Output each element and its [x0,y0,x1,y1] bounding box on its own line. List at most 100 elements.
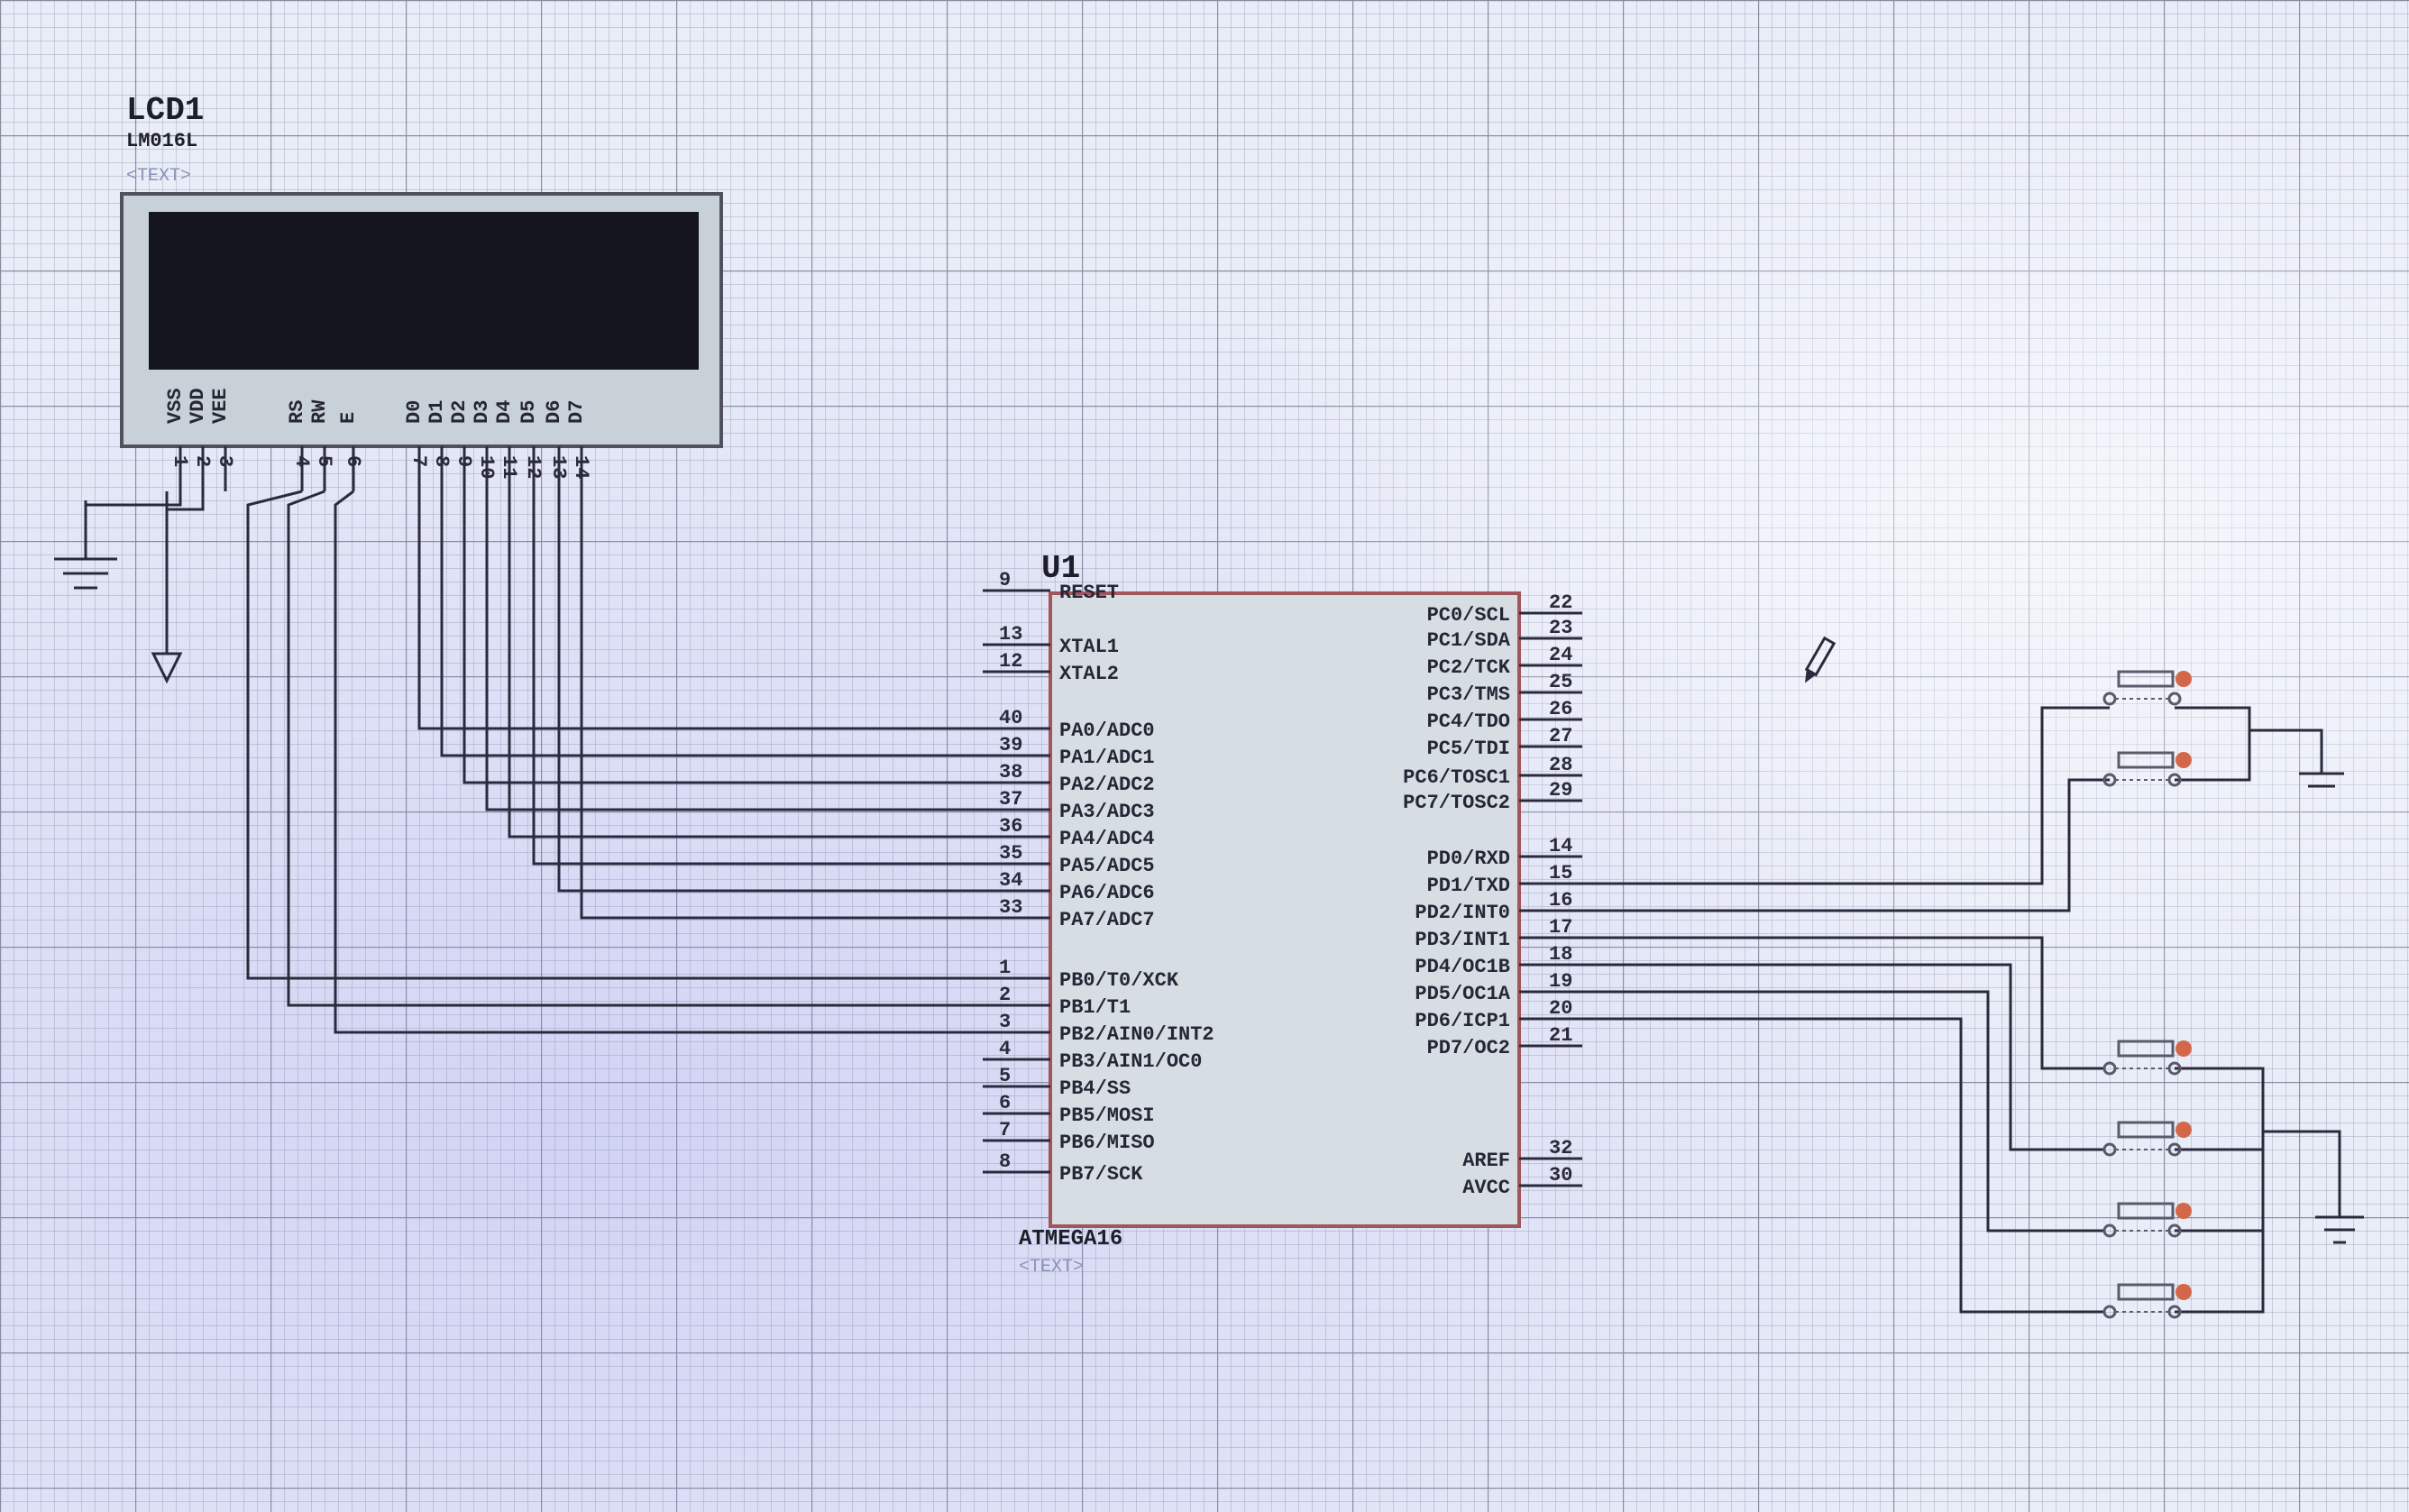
mcu-pin-number: 3 [999,1011,1011,1033]
mcu-pin-name: PC5/TDI [1427,738,1510,760]
mcu-pin-name: PB5/MOSI [1059,1104,1155,1127]
lcd-pin-label: D3 [471,400,493,424]
lcd-pin-number: 8 [430,455,453,467]
mcu-pin-number: 19 [1549,970,1572,993]
mcu-pin-number: 30 [1549,1164,1572,1187]
lcd-pin-number: 7 [408,455,430,467]
mcu-pin-name: PC7/TOSC2 [1403,792,1510,814]
mcu-pin-number: 33 [999,896,1022,919]
push-button[interactable] [2102,1283,2192,1319]
mcu-ref-label: U1 [1041,550,1080,587]
mcu-pin-number: 15 [1549,862,1572,884]
lcd-pin-label: D7 [565,400,588,424]
mcu-pin-name: PB7/SCK [1059,1163,1143,1186]
button-wire [1582,778,2110,912]
mcu-pin-name: PD7/OC2 [1427,1037,1510,1059]
pencil-cursor-icon [1804,636,1837,683]
mcu-pin-name: XTAL2 [1059,663,1119,685]
mcu-pin-number: 9 [999,569,1011,591]
button-indicator [2175,752,2192,768]
mcu-pin-number: 5 [999,1065,1011,1087]
mcu-pin-number: 1 [999,957,1011,979]
mcu-pin-number: 6 [999,1092,1011,1114]
mcu-pin-number: 21 [1549,1024,1572,1047]
mcu-pin-number: 17 [1549,916,1572,939]
mcu-right-pins: 22PC0/SCL23PC1/SDA24PC2/TCK25PC3/TMS26PC… [1403,591,1582,1199]
push-button[interactable] [2102,751,2192,787]
mcu-pin-name: RESET [1059,582,1119,604]
button-indicator [2175,1203,2192,1219]
mcu-pin-name: PB6/MISO [1059,1132,1155,1154]
mcu-pin-name: PD3/INT1 [1415,929,1510,951]
mcu-model-label: ATMEGA16 [1019,1227,1122,1251]
button-actuator [2117,1202,2175,1220]
button-actuator [2117,1121,2175,1139]
lcd-data-wire [557,491,983,893]
lcd-pin-label: VDD [187,388,209,424]
mcu-pin-number: 13 [999,623,1022,646]
mcu-pin-number: 39 [999,734,1022,756]
mcu-pin-name: PB2/AIN0/INT2 [1059,1023,1214,1046]
lcd-data-wire [463,491,983,784]
mcu-pin-name: PA4/ADC4 [1059,828,1155,850]
mcu-pin-name: AREF [1462,1150,1510,1172]
button-ground-wire [2263,1130,2341,1217]
mcu-pin-number: 25 [1549,671,1572,693]
button-ground-wire [2175,706,2251,782]
mcu-pin-number: 24 [1549,644,1572,666]
mcu-pin-number: 7 [999,1119,1011,1141]
button-actuator [2117,751,2175,769]
mcu-pin-name: PC2/TCK [1427,656,1511,679]
mcu-pin-number: 20 [1549,997,1572,1020]
lcd-text-placeholder: <TEXT> [126,166,191,187]
mcu-component[interactable]: U1 9RESET13XTAL112XTAL240PA0/ADC039PA1/A… [983,550,1582,1278]
lcd-pin-label: D2 [448,400,471,424]
button-wire [1582,1017,2104,1314]
lcd-data-wire [508,491,983,838]
push-button[interactable] [2102,1121,2192,1157]
lcd-pin-label: D0 [403,400,426,424]
push-buttons[interactable] [2102,670,2192,1319]
mcu-pin-number: 32 [1549,1137,1572,1159]
lcd-pin-number: 5 [313,455,335,467]
mcu-pin-number: 37 [999,788,1022,811]
lcd-pin-number: 11 [498,455,520,479]
lcd-pin-label: RS [286,400,308,424]
lcd-pin-label: D5 [518,400,540,424]
mcu-pin-name: PB0/T0/XCK [1059,969,1179,992]
lcd-pin-number: 10 [475,455,498,479]
lcd-control-wire [246,490,983,980]
mcu-pin-number: 27 [1549,725,1572,747]
lcd-pin-label: D6 [543,400,565,424]
button-indicator [2175,1284,2192,1300]
mcu-pin-number: 16 [1549,889,1572,912]
push-button[interactable] [2102,1040,2192,1076]
mcu-pin-number: 8 [999,1150,1011,1173]
lcd-control-wire [334,490,983,1034]
lcd-pin-number: 2 [191,455,214,467]
lcd-component[interactable]: LCD1 LM016L <TEXT> VSS1VDD2VEE3RS4RW5E6D… [120,92,723,491]
button-actuator [2117,1283,2175,1301]
lcd-pin-number: 9 [453,455,475,467]
mcu-pin-number: 23 [1549,617,1572,639]
lcd-screen [149,212,699,370]
lcd-pin-label: VSS [164,388,187,424]
lcd-model-label: LM016L [126,130,197,152]
mcu-pin-name: PB1/T1 [1059,996,1131,1019]
button-indicator [2175,671,2192,687]
mcu-pin-name: PA5/ADC5 [1059,855,1155,877]
push-button[interactable] [2102,1202,2192,1238]
mcu-pin-number: 40 [999,707,1022,729]
button-ground-wire [2249,729,2323,774]
mcu-pin-number: 12 [999,650,1022,673]
button-wire [1582,706,2110,885]
push-button[interactable] [2102,670,2192,706]
lcd-pin-label: E [337,412,360,424]
lcd-vdd-wire [167,491,205,511]
lcd-data-wire [417,491,983,730]
mcu-pin-name: PA0/ADC0 [1059,719,1155,742]
mcu-pin-name: PB4/SS [1059,1077,1131,1100]
mcu-pin-number: 22 [1549,591,1572,614]
